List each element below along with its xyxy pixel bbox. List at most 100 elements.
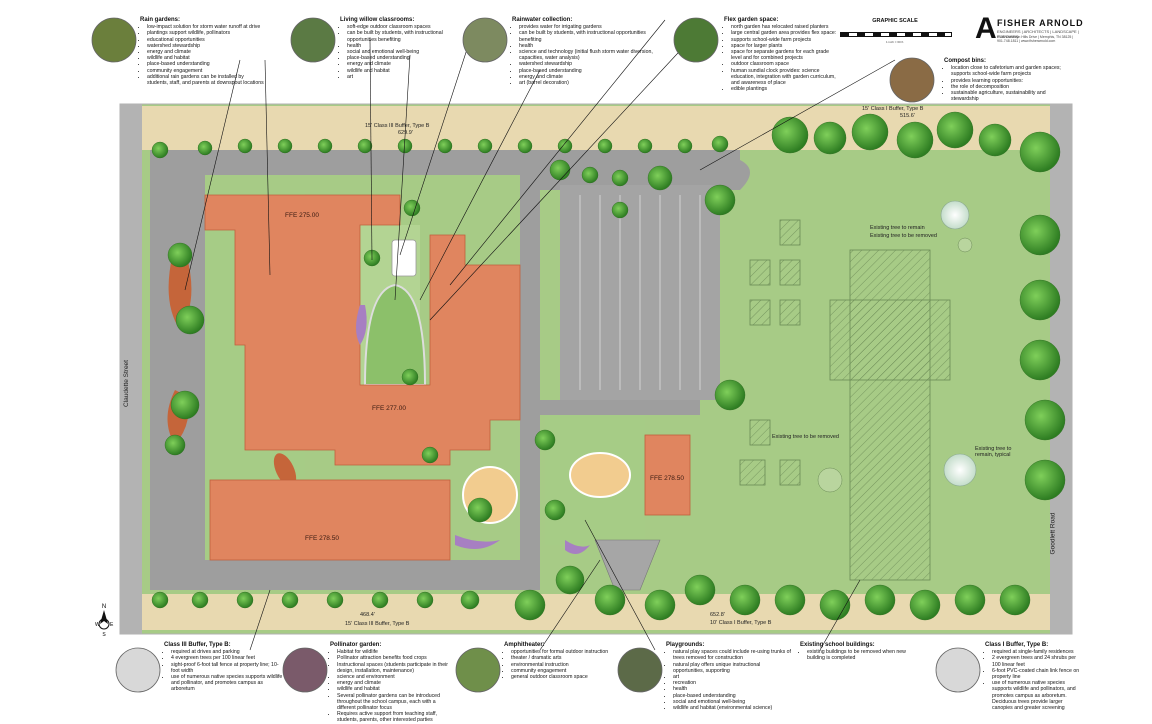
callout-item: place-based understanding — [673, 693, 791, 699]
svg-text:N: N — [102, 604, 106, 610]
callout-list: soft-edge outdoor classroom spaces can b… — [340, 24, 465, 80]
right-street-label: Goodlett Road — [1049, 512, 1057, 555]
callout-item: educational opportunities — [147, 37, 265, 43]
callout-item: space for larger plants — [731, 43, 839, 49]
callout-item: science and technology (initial flush st… — [519, 49, 662, 61]
north-arrow-icon: N W E S — [95, 604, 114, 638]
tree-label-removed-1: Existing tree to be removed — [870, 233, 937, 239]
callout-item: can be built by students, with instructi… — [347, 30, 465, 42]
callout-item: north garden has relocated raised plante… — [731, 24, 839, 30]
callout-item: energy and climate — [147, 49, 265, 55]
callout-item: sustainable agriculture, sustainability … — [951, 90, 1064, 102]
callout-item: outdoor classroom space — [731, 61, 839, 67]
callout-item: space for separate gardens for each grad… — [731, 49, 839, 61]
ffe-label-3: FFE 278.50 — [305, 535, 339, 542]
buffer-top-right-length: 515.6' — [900, 113, 915, 119]
callout-item: health — [519, 43, 662, 49]
buffer-bottom-left-length: 468.4' — [360, 612, 375, 618]
callout-item: opportunities for formal outdoor instruc… — [511, 649, 624, 655]
callout-item: provides water for irrigating gardens — [519, 24, 662, 30]
callout-item: science and environment — [337, 674, 455, 680]
callout-item: 2 evergreen trees and 24 shrubs per 100 … — [992, 655, 1080, 667]
callout-item: human sundial clock provides: science ed… — [731, 68, 839, 87]
callout-list: required at single-family residences 2 e… — [985, 649, 1080, 711]
callout-item: low-impact solution for storm water runo… — [147, 24, 265, 30]
ffe-label-1: FFE 275.00 — [285, 212, 319, 219]
callout-title: Existing school buildings: — [800, 642, 875, 648]
callout-item: art — [347, 74, 465, 80]
callout-item: large central garden area provides flex … — [731, 30, 839, 36]
callout-class3-buffer: Class III Buffer, Type B: required at dr… — [164, 642, 284, 693]
callout-list: natural play spaces could include re-usi… — [666, 649, 791, 711]
callout-title: Class I Buffer, Type B: — [985, 642, 1049, 648]
svg-text:W: W — [95, 622, 100, 628]
callout-leaders — [184, 19, 896, 651]
callout-item: watershed stewardship — [519, 61, 662, 67]
callout-item: soft-edge outdoor classroom spaces — [347, 24, 465, 30]
callout-list: low-impact solution for storm water runo… — [140, 24, 265, 86]
callout-item: wildlife and habitat — [337, 686, 455, 692]
callout-item: 6-foot PVC-coated chain link fence on pr… — [992, 668, 1080, 680]
callout-item: theater / dramatic arts — [511, 655, 624, 661]
callout-item: art (barrel decoration) — [519, 80, 662, 86]
callout-item: art — [673, 674, 791, 680]
callout-item: health — [673, 686, 791, 692]
callout-title: Class III Buffer, Type B: — [164, 642, 231, 648]
buffer-top-left-length: 629.9' — [398, 130, 413, 136]
west-drive-lane — [165, 175, 205, 575]
callout-item: can be built by students, with instructi… — [519, 30, 662, 42]
callout-title: Living willow classrooms: — [340, 17, 415, 23]
callout-item: social and emotional well-being — [347, 49, 465, 55]
callout-list: opportunities for formal outdoor instruc… — [504, 649, 624, 680]
callout-item: sight-proof 6-foot tall fence at propert… — [171, 662, 284, 674]
existing-school-building — [739, 219, 951, 581]
callout-title: Playgrounds: — [666, 642, 705, 648]
callout-list: existing buildings to be removed when ne… — [800, 649, 920, 661]
callout-item: wildlife and habitat (environmental scie… — [673, 705, 791, 711]
callout-list: provides water for irrigating gardens ca… — [512, 24, 662, 86]
callout-title: Rain gardens: — [140, 17, 181, 23]
callout-item: place-based understanding — [347, 55, 465, 61]
callout-item: location close to cafetorium and garden … — [951, 65, 1064, 77]
callout-item: additional rain gardens can be installed… — [147, 74, 265, 86]
callout-amphitheater: Amphitheater: opportunities for formal o… — [504, 642, 624, 680]
callout-item: 4 evergreen trees per 100 linear feet — [171, 655, 284, 661]
callout-rain-gardens: Rain gardens: low-impact solution for st… — [140, 17, 265, 86]
callout-title: Rainwater collection: — [512, 17, 573, 23]
buffer-top-left: 15' Class III Buffer, Type B — [365, 123, 430, 129]
graphic-scale: GRAPHIC SCALE 1 inch = 60 ft. — [840, 18, 952, 44]
callout-item: natural play spaces could include re-usi… — [673, 649, 791, 661]
callout-item: watershed stewardship — [147, 43, 265, 49]
callout-item: Requires active support from teaching st… — [337, 711, 455, 723]
callout-list: Habitat for wildlife Pollinator attracti… — [330, 649, 455, 723]
callout-item: community engagement — [147, 68, 265, 74]
claudette-street — [120, 104, 142, 634]
callout-item: general outdoor classroom space — [511, 674, 624, 680]
buffer-bottom-left: 15' Class III Buffer, Type B — [345, 621, 410, 627]
callout-pollinator: Pollinator garden: Habitat for wildlife … — [330, 642, 455, 724]
callout-title: Pollinator garden: — [330, 642, 382, 648]
tree-label-remain: Existing tree to remain — [870, 225, 925, 231]
callout-item: provides learning opportunities: — [951, 78, 1064, 84]
firm-logo: A FISHER ARNOLD ENGINEERS | ARCHITECTS |… — [975, 14, 1095, 48]
buffer-bottom-right: 10' Class I Buffer, Type B — [710, 620, 772, 626]
callout-list: north garden has relocated raised plante… — [724, 24, 839, 92]
scale-subtitle: 1 inch = 60 ft. — [885, 40, 905, 44]
front-loop — [150, 560, 530, 590]
callout-item: use of numerous native species supports … — [992, 680, 1080, 711]
callout-title: Amphitheater: — [504, 642, 545, 648]
callout-item: Instructional spaces (students participa… — [337, 662, 455, 674]
callout-item: natural play offers unique instructional… — [673, 662, 791, 674]
pollinator-bed-3 — [565, 540, 590, 554]
playground-2 — [569, 452, 631, 498]
existing-trees — [940, 200, 977, 487]
pollinator-bed-1 — [455, 535, 500, 549]
firm-logo-mark: A — [975, 12, 997, 45]
callout-item: use of numerous native species supports … — [171, 674, 284, 693]
removed-trees — [817, 237, 973, 493]
callout-compost: Compost bins: location close to cafetori… — [944, 58, 1064, 102]
callout-item: required at drives and parking — [171, 649, 284, 655]
callout-list: required at drives and parking 4 evergre… — [164, 649, 284, 692]
callout-item: energy and climate — [337, 680, 455, 686]
